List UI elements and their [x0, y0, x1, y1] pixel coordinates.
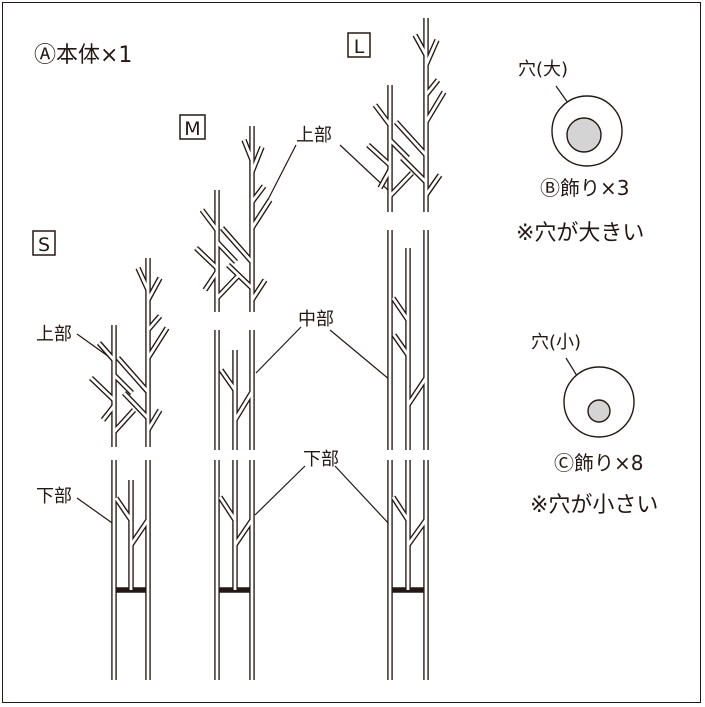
ornament-c-hole — [587, 399, 611, 423]
ornament-c-note: ※穴が小さい — [530, 493, 658, 518]
size-box-s: S — [32, 230, 56, 256]
tree-l-top-inner — [367, 18, 446, 212]
main-body-title: Ⓐ本体×1 — [34, 43, 132, 68]
hole-large-label: 穴(大) — [518, 59, 568, 80]
tree-l-middle-inner — [388, 230, 428, 450]
size-label-l: L — [354, 36, 365, 58]
tree-l-bottom-inner — [388, 460, 428, 680]
label-bottom-ml: 下部 — [303, 449, 339, 470]
size-box-m: M — [179, 114, 206, 140]
ornament-b-hole — [566, 117, 602, 153]
ornament-b-note: ※穴が大きい — [516, 221, 644, 246]
size-label-m: M — [184, 118, 200, 140]
tree-s-top-inner — [90, 258, 169, 447]
tree-s-bottom-inner — [112, 460, 150, 680]
ornament-c-name: Ⓒ飾り×8 — [554, 451, 643, 475]
label-bottom-s: 下部 — [36, 486, 72, 507]
label-middle: 中部 — [298, 309, 334, 330]
hole-small-label: 穴(小) — [531, 332, 581, 353]
ornament-b-name: Ⓑ飾り×3 — [540, 176, 629, 200]
tree-m-top-inner — [195, 126, 272, 312]
tree-m-bottom-inner — [215, 460, 254, 680]
tree-m-middle-inner — [215, 330, 254, 450]
label-top-m: 上部 — [296, 125, 332, 146]
size-label-s: S — [38, 234, 50, 256]
label-top-s: 上部 — [36, 324, 72, 345]
size-box-l: L — [347, 32, 371, 58]
